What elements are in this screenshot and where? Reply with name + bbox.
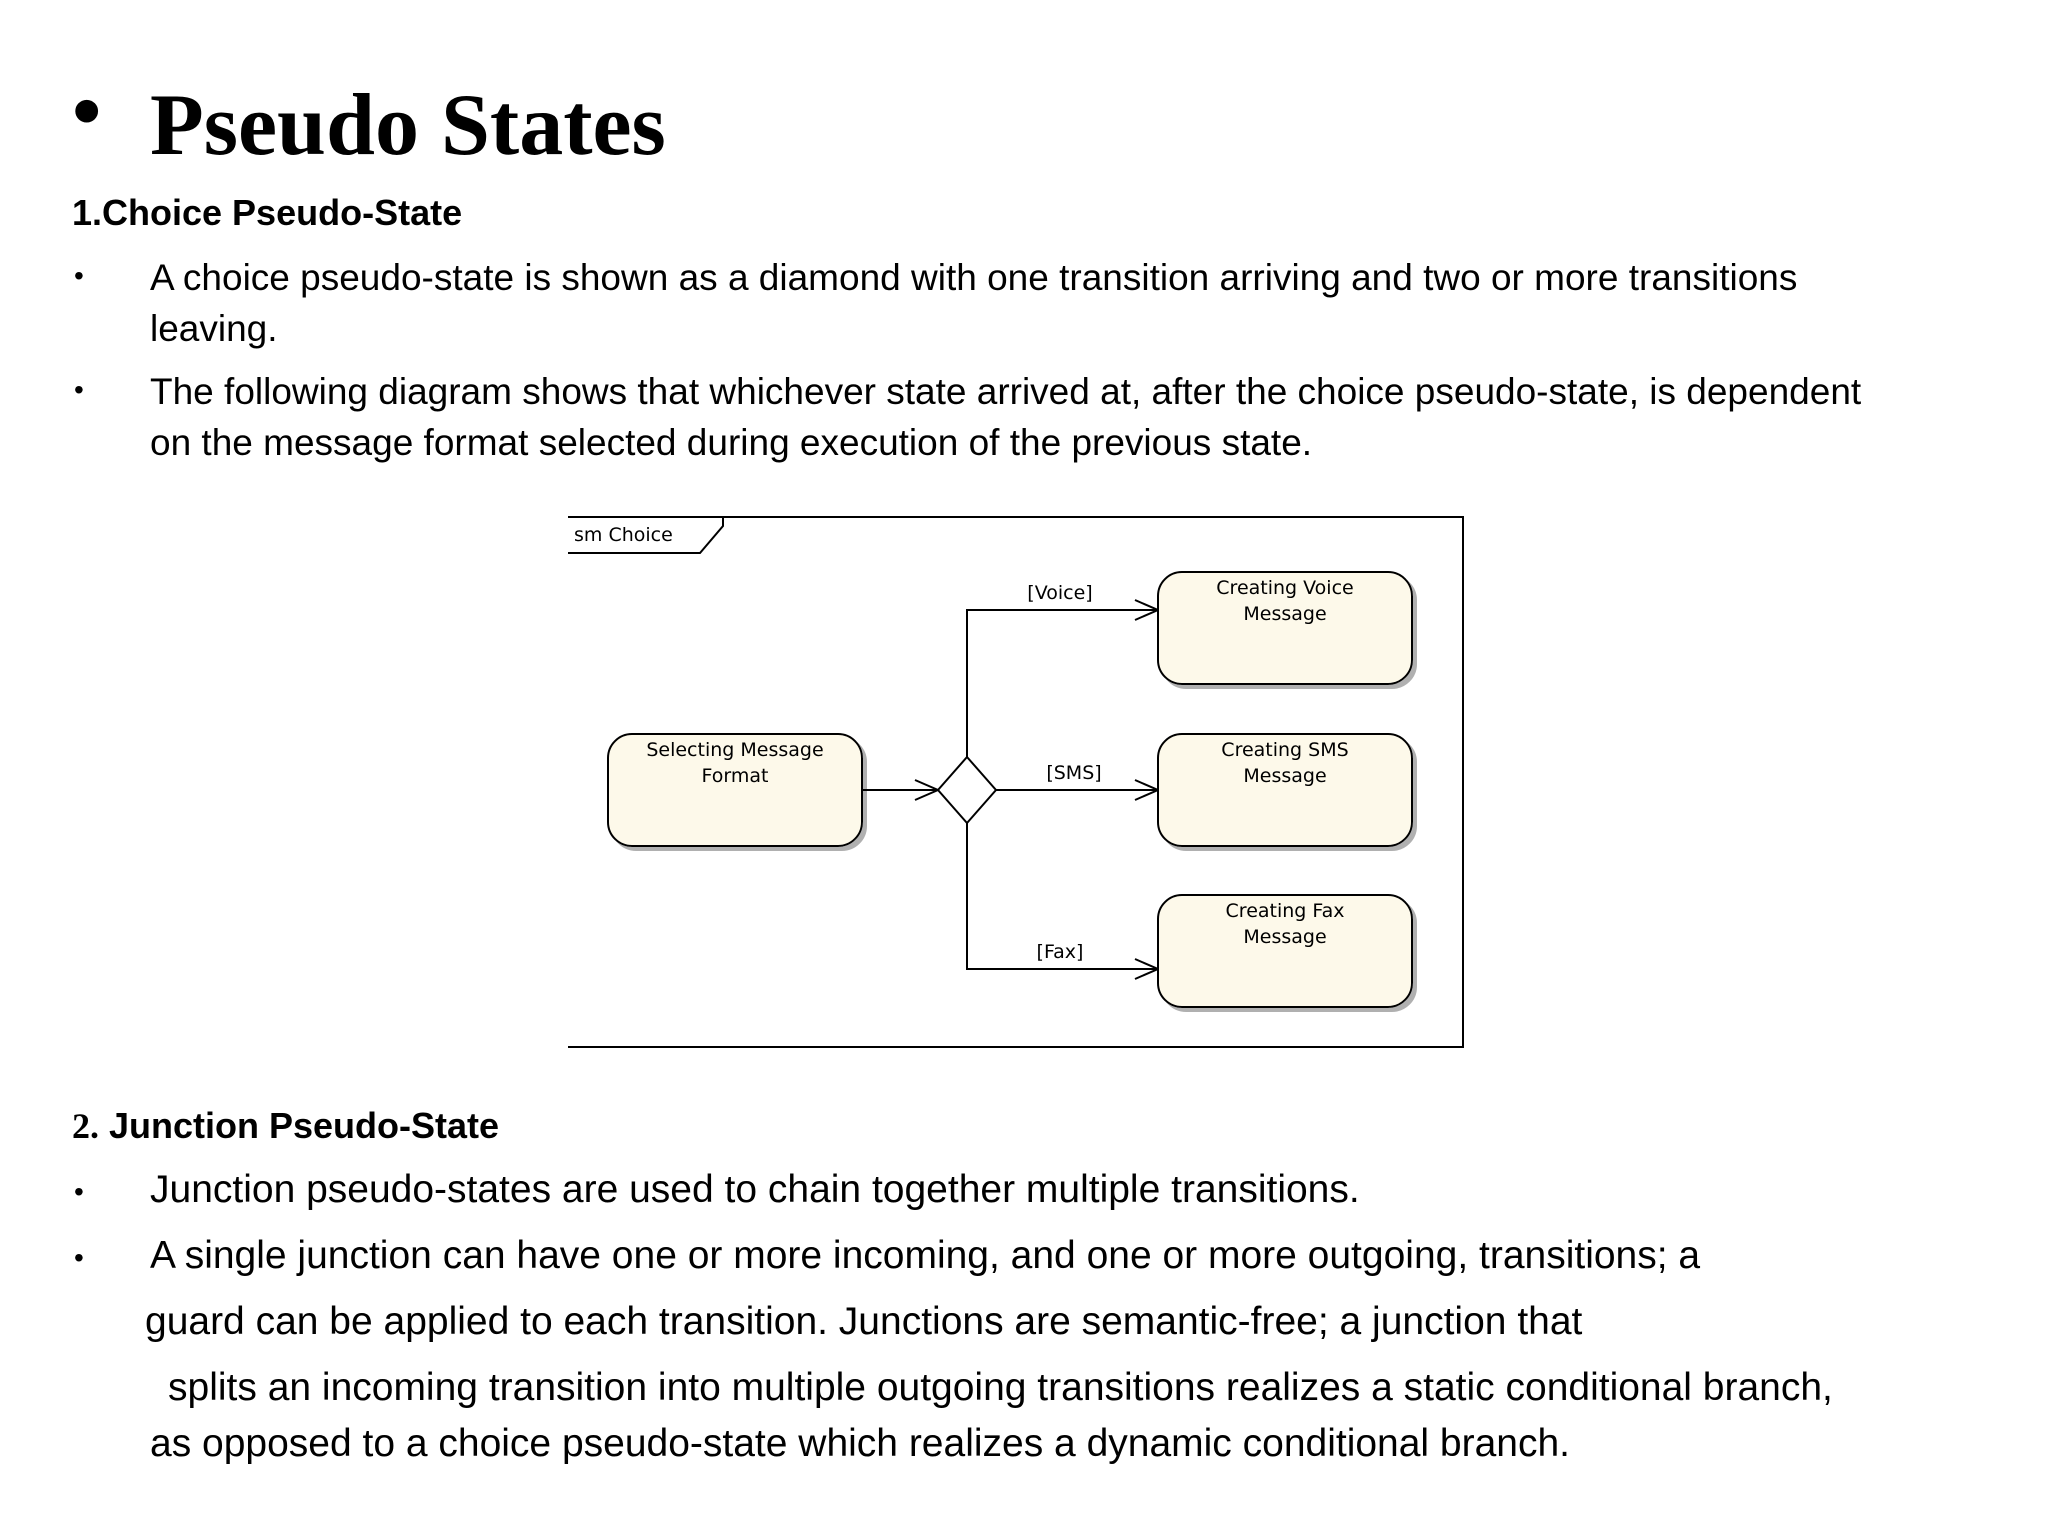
diagram-frame bbox=[568, 516, 1464, 1048]
section2-bullet2-marker: • bbox=[74, 1242, 84, 1273]
state-selecting-message-format: Selecting Message Format bbox=[607, 733, 863, 847]
state-label-line1: Selecting Message bbox=[646, 739, 823, 761]
title-bullet: • bbox=[72, 65, 102, 158]
state-creating-fax-message: Creating Fax Message bbox=[1157, 894, 1413, 1008]
state-label-line1: Creating SMS bbox=[1221, 739, 1348, 761]
section2-bullet1-text: Junction pseudo-states are used to chain… bbox=[150, 1168, 1360, 1211]
choice-state-diagram: sm Choice Selecting Message Format [Voic… bbox=[568, 516, 1464, 1048]
guard-voice-label: [Voice] bbox=[1027, 582, 1092, 604]
section1-bullet2-marker: • bbox=[74, 374, 84, 405]
section1-bullet1-marker: • bbox=[74, 260, 84, 291]
section2-bullet2-line4: as opposed to a choice pseudo-state whic… bbox=[150, 1422, 1571, 1465]
state-label-line1: Creating Voice bbox=[1216, 577, 1353, 599]
section2-bullet2-line3: splits an incoming transition into multi… bbox=[168, 1366, 1833, 1409]
section1-bullet1-line1: A choice pseudo-state is shown as a diam… bbox=[150, 257, 1798, 298]
section1-bullet2-line1: The following diagram shows that whichev… bbox=[150, 371, 1862, 412]
state-label-line2: Format bbox=[702, 765, 769, 787]
section2-heading-text: Junction Pseudo-State bbox=[99, 1105, 500, 1146]
guard-fax-label: [Fax] bbox=[1037, 941, 1084, 963]
section1-bullet1-line2: leaving. bbox=[150, 308, 278, 349]
state-label-line2: Message bbox=[1243, 926, 1326, 948]
section2-heading-number: 2. bbox=[72, 1106, 99, 1146]
state-label-line1: Creating Fax bbox=[1226, 900, 1345, 922]
section1-bullet1-text: A choice pseudo-state is shown as a diam… bbox=[150, 252, 1797, 354]
state-creating-sms-message: Creating SMS Message bbox=[1157, 733, 1413, 847]
state-label-line2: Message bbox=[1243, 765, 1326, 787]
transition-to-choice bbox=[862, 779, 941, 801]
section1-heading: 1.Choice Pseudo-State bbox=[72, 192, 463, 233]
section1-bullet2-line2: on the message format selected during ex… bbox=[150, 422, 1313, 463]
frame-label: sm Choice bbox=[574, 524, 673, 546]
transition-voice bbox=[966, 599, 1161, 757]
section2-bullet1-marker: • bbox=[74, 1176, 84, 1207]
page-title: Pseudo States bbox=[150, 77, 666, 174]
section2-bullet2-line1: A single junction can have one or more i… bbox=[150, 1234, 1701, 1277]
guard-sms-label: [SMS] bbox=[1046, 762, 1101, 784]
state-label-line2: Message bbox=[1243, 603, 1326, 625]
section2-bullet2-line2: guard can be applied to each transition.… bbox=[145, 1300, 1583, 1343]
choice-diamond bbox=[936, 755, 998, 825]
state-creating-voice-message: Creating Voice Message bbox=[1157, 571, 1413, 685]
section1-bullet2-text: The following diagram shows that whichev… bbox=[150, 366, 1861, 468]
section2-heading: 2. Junction Pseudo-State bbox=[72, 1105, 500, 1146]
